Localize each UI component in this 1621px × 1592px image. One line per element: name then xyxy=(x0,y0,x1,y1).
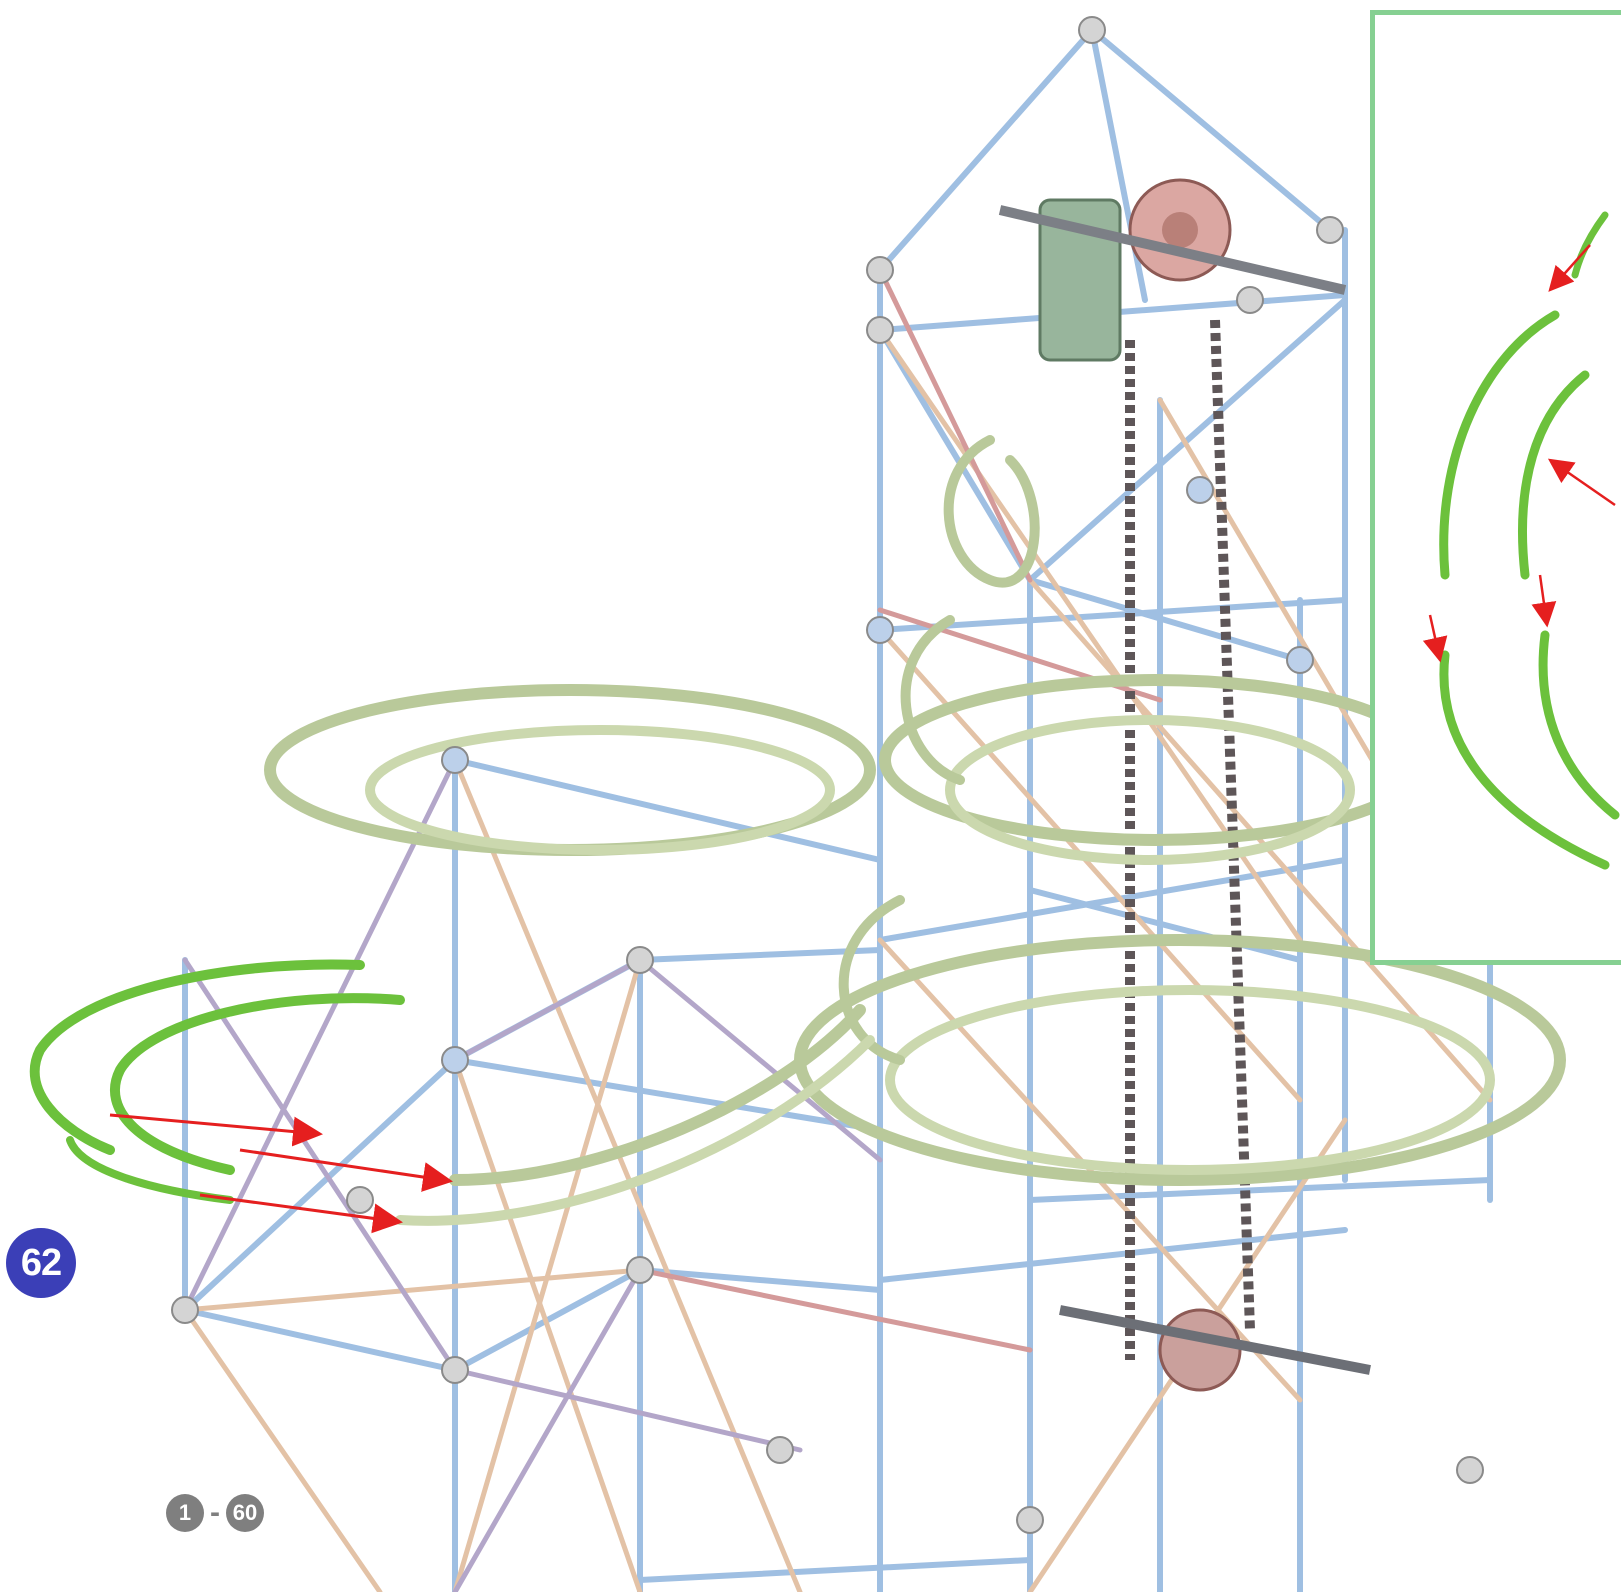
placement-arrow-icon xyxy=(199,1193,403,1234)
placement-arrow-icon xyxy=(239,1148,453,1192)
placement-arrow-icon xyxy=(109,1113,323,1147)
tower-frame xyxy=(182,27,1493,1592)
connector-hub-icon xyxy=(766,1436,794,1464)
connector-hub-icon xyxy=(1016,1506,1044,1534)
step-number: 62 xyxy=(20,1241,62,1284)
connector-hub-icon xyxy=(441,1046,469,1074)
connector-hub-icon xyxy=(346,1186,374,1214)
connector-hub-icon xyxy=(866,616,894,644)
detail-inset-drawing xyxy=(1422,211,1620,870)
placement-arrow-icon xyxy=(1422,614,1448,663)
range-end: 60 xyxy=(226,1494,264,1532)
parts-range: 1 - 60 xyxy=(166,1493,264,1533)
connector-hub-icon xyxy=(1316,216,1344,244)
connector-hub-icon xyxy=(626,946,654,974)
connector-hub-icon xyxy=(441,746,469,774)
placement-arrow-icon xyxy=(1531,574,1557,628)
connector-hub-icon xyxy=(1078,16,1106,44)
range-separator: - xyxy=(210,1496,220,1529)
connector-hub-icon xyxy=(171,1296,199,1324)
range-start: 1 xyxy=(166,1494,204,1532)
connector-hub-icon xyxy=(441,1356,469,1384)
placement-arrow-icon xyxy=(1547,458,1616,507)
connector-hub-icon xyxy=(866,256,894,284)
placement-arrows xyxy=(109,1113,453,1234)
lift-chain xyxy=(1125,319,1255,1360)
connector-hub-icon xyxy=(626,1256,654,1284)
diagonal-rods xyxy=(182,267,1493,1592)
placement-arrow-icon xyxy=(1548,244,1591,292)
connector-hub-icon xyxy=(1236,286,1264,314)
connector-hub-icon xyxy=(1286,646,1314,674)
motor-gearbox xyxy=(998,178,1371,1392)
connector-hub-icon xyxy=(1186,476,1214,504)
connector-hub-icon xyxy=(866,316,894,344)
connector-hubs xyxy=(171,16,1484,1534)
step-number-badge: 62 xyxy=(6,1228,76,1298)
detail-inset xyxy=(1370,10,1621,965)
existing-track xyxy=(264,435,1566,1226)
connector-hub-icon xyxy=(1456,1456,1484,1484)
